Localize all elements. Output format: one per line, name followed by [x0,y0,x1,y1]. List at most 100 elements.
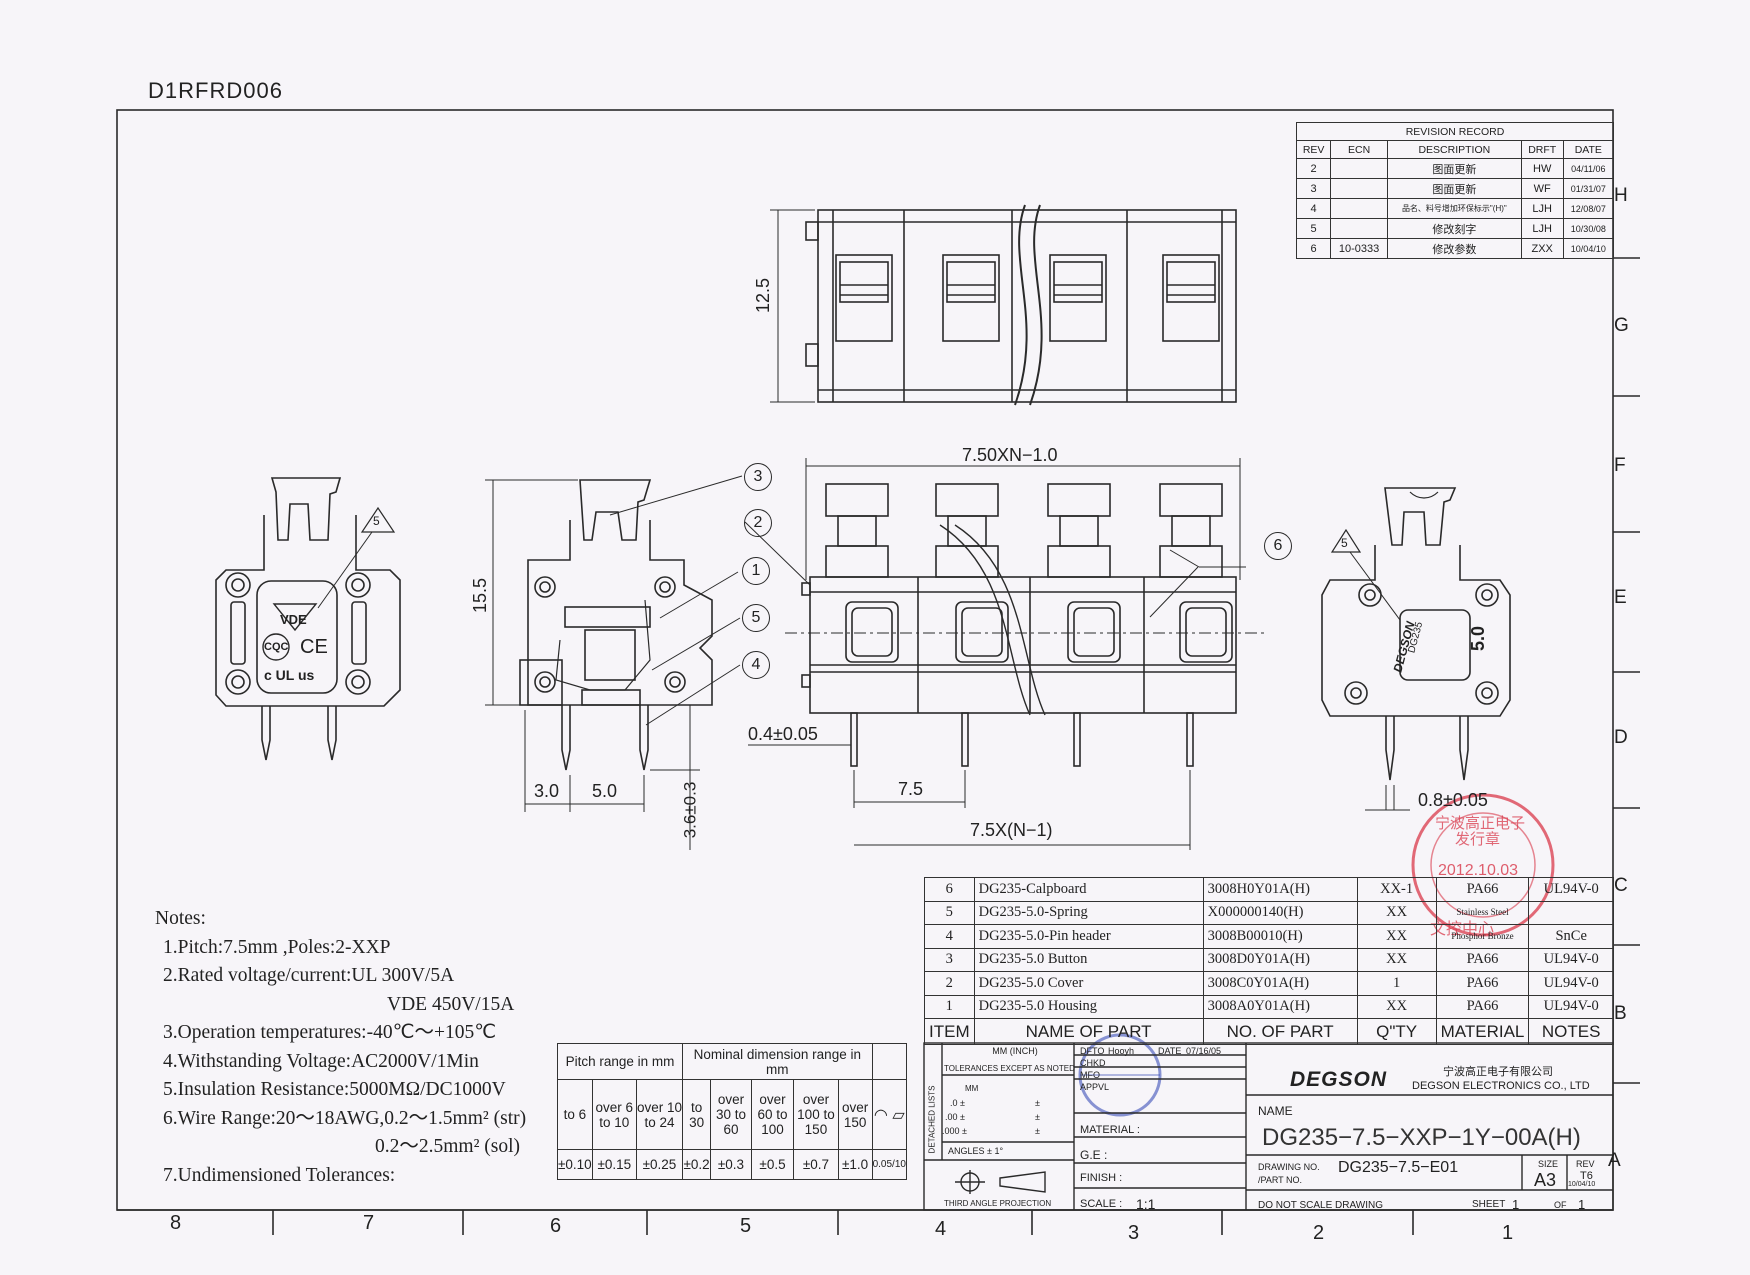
dfto-label: DFTO [1080,1046,1105,1056]
zone-letter: D [1614,727,1628,748]
revision-record: REVISION RECORD REV ECN DESCRIPTION DRFT… [1295,122,1615,259]
scale-label: SCALE : [1080,1198,1123,1210]
dim-pin-length: 3.6±0.3 [680,781,700,839]
pm-sign: ± [1035,1126,1040,1136]
stamp-date: 2012.10.03 [1438,862,1519,879]
note-line: 6.Wire Range:20～18AWG,0.2～1.5mm² (str) [163,1107,527,1129]
notes-block: Notes: 1.Pitch:7.5mm ,Poles:2-XXP 2.Rate… [155,905,526,1190]
chkd-label: CHKD [1080,1058,1106,1068]
dim-pin-width: 0.4±0.05 [748,724,818,744]
angles-label: ANGLES ± 1° [948,1146,1004,1156]
pm-sign: ± [1035,1112,1040,1122]
drawing-no-label: DRAWING NO. [1258,1162,1320,1172]
rev-label: REV [1576,1159,1595,1169]
zone-letter: A [1608,1150,1621,1171]
name-label: NAME [1258,1104,1293,1118]
decimal-label: .00 ± [945,1112,965,1122]
tol-nominal-header: Nominal dimension range in mm [682,1043,873,1080]
part-no-label: /PART NO. [1258,1175,1303,1185]
finish-label: FINISH : [1080,1172,1123,1184]
tol-value: ±0.3 [710,1149,752,1180]
dim-d2: 5.0 [592,781,618,801]
zone-letter: B [1614,1003,1627,1024]
note-line: 1.Pitch:7.5mm ,Poles:2-XXP [163,936,391,958]
tolerance-table: Pitch range in mm Nominal dimension rang… [556,1043,908,1180]
revision-title: REVISION RECORD [1296,122,1614,141]
drawing-number: DG235−7.5−E01 [1338,1159,1459,1176]
of-label: OF [1554,1200,1567,1210]
zone-letter: E [1614,587,1627,608]
ge-label: G.E : [1080,1148,1108,1162]
balloon-3: 3 [744,463,772,491]
tol-range: over 100 to 150 [793,1079,839,1150]
ce-mark: CE [300,636,328,658]
material-label: MATERIAL : [1080,1124,1140,1136]
note-line: 5.Insulation Resistance:5000MΩ/DC1000V [163,1079,506,1100]
tol-range: over 60 to 100 [750,1079,795,1150]
balloon-2: 2 [744,509,772,537]
balloon-1: 1 [742,557,770,585]
tol-range: over 30 to 60 [710,1079,752,1150]
tol-value: ±0.25 [635,1149,684,1180]
mfo-label: MFO [1080,1070,1100,1080]
zone-letter: H [1614,185,1628,206]
note-line: 0.2～2.5mm² (sol) [375,1136,521,1157]
do-not-scale: DO NOT SCALE DRAWING [1258,1200,1384,1211]
sheet-label: SHEET [1472,1199,1506,1210]
tolerance-label: TOLERANCES EXCEPT AS NOTED [944,1064,1075,1073]
tol-value: ±0.10 [557,1149,593,1180]
top-view [770,204,1237,406]
company-name-en: DEGSON ELECTRONICS CO., LTD [1412,1080,1590,1092]
tol-value: 0.05/10 [871,1149,908,1180]
date-label: DATE [1158,1046,1182,1056]
pm-sign: ± [1035,1098,1040,1108]
tol-range: to 30 [682,1079,712,1150]
vde-mark: VDE [280,612,307,627]
ul-mark: c UL us [264,667,315,683]
zone-number: 3 [1128,1222,1140,1244]
note-line: VDE 450V/15A [387,993,515,1015]
decimal-label: .0 ± [950,1098,965,1108]
zone-number: 4 [935,1218,947,1240]
tol-pitch-header: Pitch range in mm [556,1043,684,1080]
front-view [748,458,1265,850]
company-name-cn: 宁波高正电子有限公司 [1443,1066,1553,1078]
dim-width-span: 7.50XN−1.0 [962,445,1058,465]
sheet-value: 1 [1512,1197,1520,1212]
dim-d1: 3.0 [534,781,560,801]
partno-header: NO. OF PART [1202,1018,1358,1045]
of-value: 1 [1578,1197,1586,1212]
zone-number: 7 [363,1212,375,1234]
desc-header: DESCRIPTION [1386,140,1522,159]
ecn-header: ECN [1330,140,1388,159]
dim-pitch-total: 7.5X(N−1) [970,820,1053,840]
company-logo: DEGSON [1290,1068,1388,1091]
date-header: DATE [1562,140,1615,159]
rev-date: 10/04/10 [1568,1181,1596,1188]
tol-value: ±0.15 [591,1149,637,1180]
qty-header: Q"TY [1356,1018,1437,1045]
right-view [1321,487,1511,811]
dfto-date: 07/16/05 [1186,1046,1222,1056]
dim-height-side: 15.5 [470,577,491,614]
zone-number: 5 [740,1215,752,1237]
tol-range: over 10 to 24 [635,1079,684,1150]
zone-letter: G [1614,315,1629,336]
balloon-4: 4 [742,651,770,679]
rev-marker: 5 [1341,536,1348,550]
tol-range: to 6 [557,1079,593,1150]
dim-pitch: 7.5 [898,779,924,799]
drft-header: DRFT [1520,140,1564,159]
tol-value: ±0.7 [793,1149,839,1180]
tol-value: ±0.5 [750,1149,795,1180]
cqc-mark: CQC [264,641,289,653]
units-label: MM (INCH) [992,1046,1038,1056]
part-name: DG235−7.5−XXP−1Y−00A(H) [1262,1124,1581,1151]
balloon-5: 5 [742,604,770,632]
